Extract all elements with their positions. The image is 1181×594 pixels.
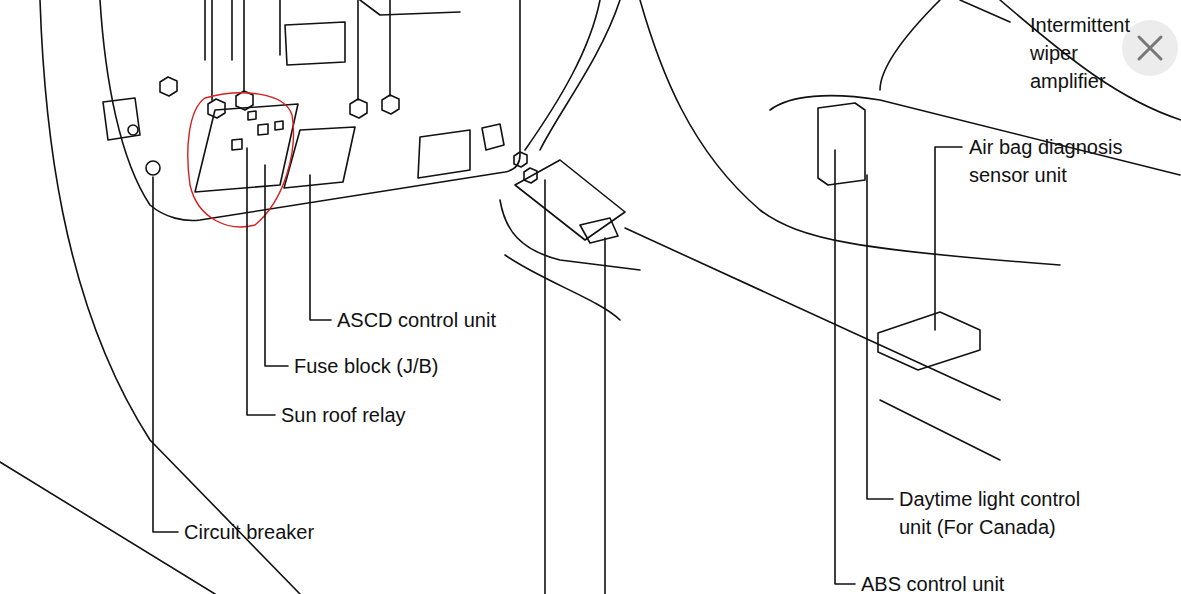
part-label: Circuit breaker: [184, 518, 444, 546]
control-box: [418, 130, 470, 178]
dash-opening: [285, 22, 345, 65]
daytime-light-unit: [818, 103, 865, 185]
floor-edge: [625, 228, 1000, 400]
part-label: Sun roof relay: [281, 401, 541, 429]
part-label: ABS control unit: [861, 570, 1121, 594]
knob: [128, 125, 138, 135]
circuit-breaker-box: [103, 98, 140, 140]
part-label: Air bag diagnosis sensor unit: [969, 133, 1169, 189]
part-label: ASCD control unit: [337, 306, 597, 334]
leader-lines: [153, 147, 962, 594]
panel-outline: [40, 0, 300, 594]
dash-edge: [360, 0, 460, 15]
grommet: [146, 161, 160, 175]
dash-edge: [205, 0, 280, 60]
stud-line: [212, 0, 390, 100]
dash-edge: [880, 0, 940, 90]
leader-line: [960, 0, 1010, 22]
harness-line: [540, 0, 620, 150]
floor-edge: [880, 0, 1181, 460]
control-unit: [515, 160, 625, 240]
close-icon: [1139, 37, 1161, 59]
console-line: [505, 255, 620, 320]
floor-line: [0, 462, 215, 594]
harness-line: [525, 0, 600, 150]
relay-sockets: [232, 111, 283, 150]
highlight-circle: [188, 93, 294, 227]
part-label: Intermittent wiper amplifier: [1030, 11, 1150, 95]
console-line: [500, 200, 640, 270]
part-label: Daytime light control unit (For Canada): [899, 485, 1114, 541]
floor-edge: [770, 96, 1180, 175]
connector: [580, 218, 618, 243]
floor-edge: [640, 0, 1060, 265]
connector: [482, 124, 504, 150]
airbag-unit: [878, 312, 980, 370]
hex-nuts: [160, 77, 537, 183]
ascd-unit: [284, 127, 355, 188]
close-button: [1122, 20, 1178, 76]
part-label: Fuse block (J/B): [294, 352, 554, 380]
